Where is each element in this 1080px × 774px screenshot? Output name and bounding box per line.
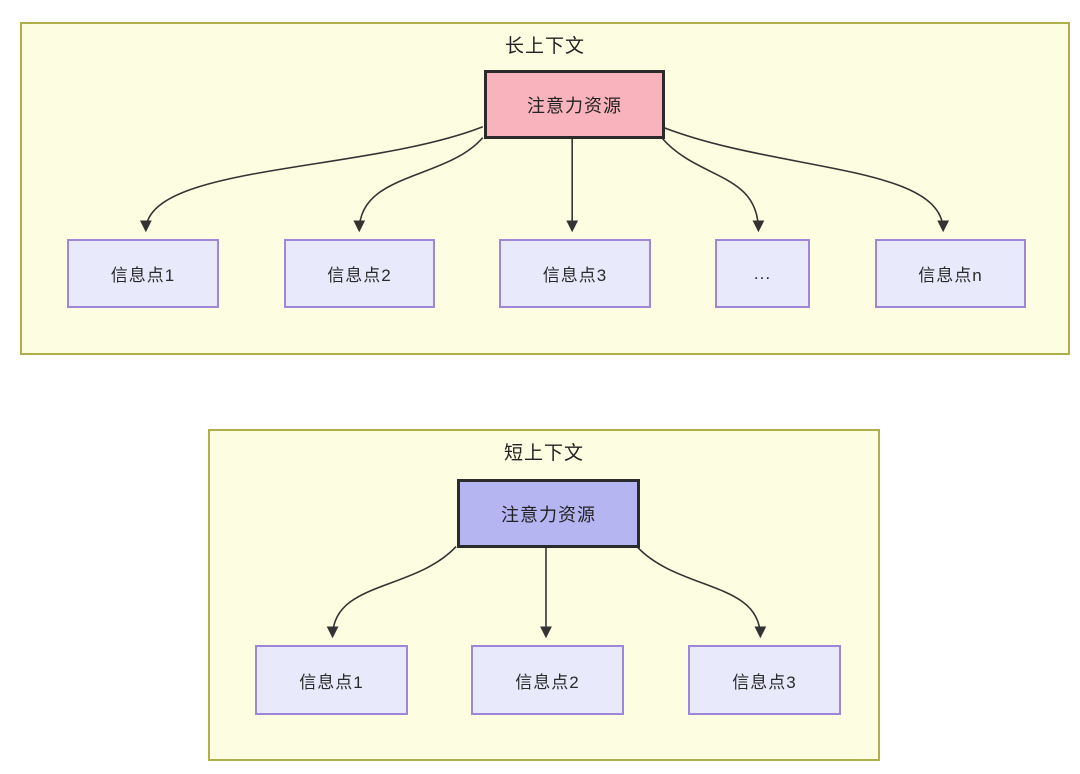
section-short-context: 短上下文 注意力资源 信息点1 信息点2 信息点3 [208,429,880,761]
section-long-context: 长上下文 注意力资源 信息点1 信息点2 信息点3 ... 信息点n [20,22,1070,355]
info-box-short-1: 信息点1 [255,645,408,715]
info-box-short-3-label: 信息点3 [732,672,797,692]
arrow-short-1 [326,546,457,639]
arrow-long-2 [353,137,484,233]
info-box-long-1: 信息点1 [67,239,219,308]
arrow-short-3 [636,546,767,639]
info-box-long-1-label: 信息点1 [110,266,176,285]
info-box-long-ellipsis: ... [715,239,810,308]
info-box-short-2-label: 信息点2 [515,672,580,692]
info-box-short-3: 信息点3 [688,645,841,715]
info-box-long-2-label: 信息点2 [327,266,392,285]
info-box-long-ellipsis-label: ... [753,263,772,283]
info-box-long-n-label: 信息点n [918,266,983,285]
info-box-short-2: 信息点2 [471,645,624,715]
info-box-long-3-label: 信息点3 [542,266,608,285]
info-box-short-1-label: 信息点1 [299,672,364,692]
arrow-long-5 [661,126,950,233]
info-box-long-2: 信息点2 [284,239,435,308]
attention-box-long: 注意力资源 [484,70,665,139]
section-title-short: 短上下文 [503,443,584,464]
arrow-long-4 [660,137,765,233]
arrow-long-1 [139,126,484,233]
attention-box-short-label: 注意力资源 [501,504,596,525]
info-box-long-n: 信息点n [875,239,1026,308]
attention-box-long-label: 注意力资源 [527,95,622,116]
attention-box-short: 注意力资源 [457,479,640,548]
info-box-long-3: 信息点3 [499,239,651,308]
section-title-long: 长上下文 [504,36,585,57]
